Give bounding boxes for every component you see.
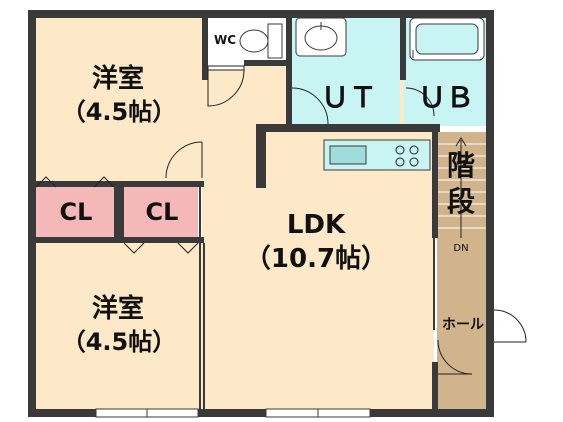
- doors: [35, 65, 527, 375]
- western-room-lower-size: （4.5帖）: [61, 328, 177, 356]
- western-room-lower-floor: [34, 243, 202, 409]
- walls: [28, 10, 494, 417]
- toilet-icon: [239, 23, 283, 59]
- utility-label: ＵＴ: [320, 81, 377, 114]
- hall-label: ホール: [442, 317, 484, 333]
- bathtub-icon: [409, 17, 485, 61]
- western-room-lower-name: 洋室: [91, 294, 144, 324]
- toilet-label: WC: [214, 33, 237, 47]
- closet-left-label: CL: [59, 198, 93, 226]
- western-room-upper-floor: [34, 18, 202, 181]
- kitchen-counter: [323, 139, 431, 171]
- closet-right-floor: [124, 187, 198, 237]
- stair-arrow-icon: [455, 137, 467, 238]
- bath-label: ＵＢ: [417, 81, 474, 114]
- stairs-label-line1: 階: [446, 149, 475, 182]
- ldk-size: （10.7帖）: [244, 244, 388, 274]
- western-room-upper-name: 洋室: [91, 64, 144, 94]
- thin-partitions: [199, 187, 435, 409]
- closet-left-floor: [36, 187, 114, 237]
- western-room-upper-size: （4.5帖）: [61, 98, 177, 126]
- stairs-direction: DN: [453, 243, 469, 254]
- wash-basin-icon: [295, 17, 347, 57]
- windows: [95, 408, 371, 418]
- stairs-label-line2: 段: [446, 185, 475, 218]
- ldk-name: LDK: [286, 210, 346, 240]
- closet-right-label: CL: [145, 198, 179, 226]
- hall-floor: [437, 242, 486, 409]
